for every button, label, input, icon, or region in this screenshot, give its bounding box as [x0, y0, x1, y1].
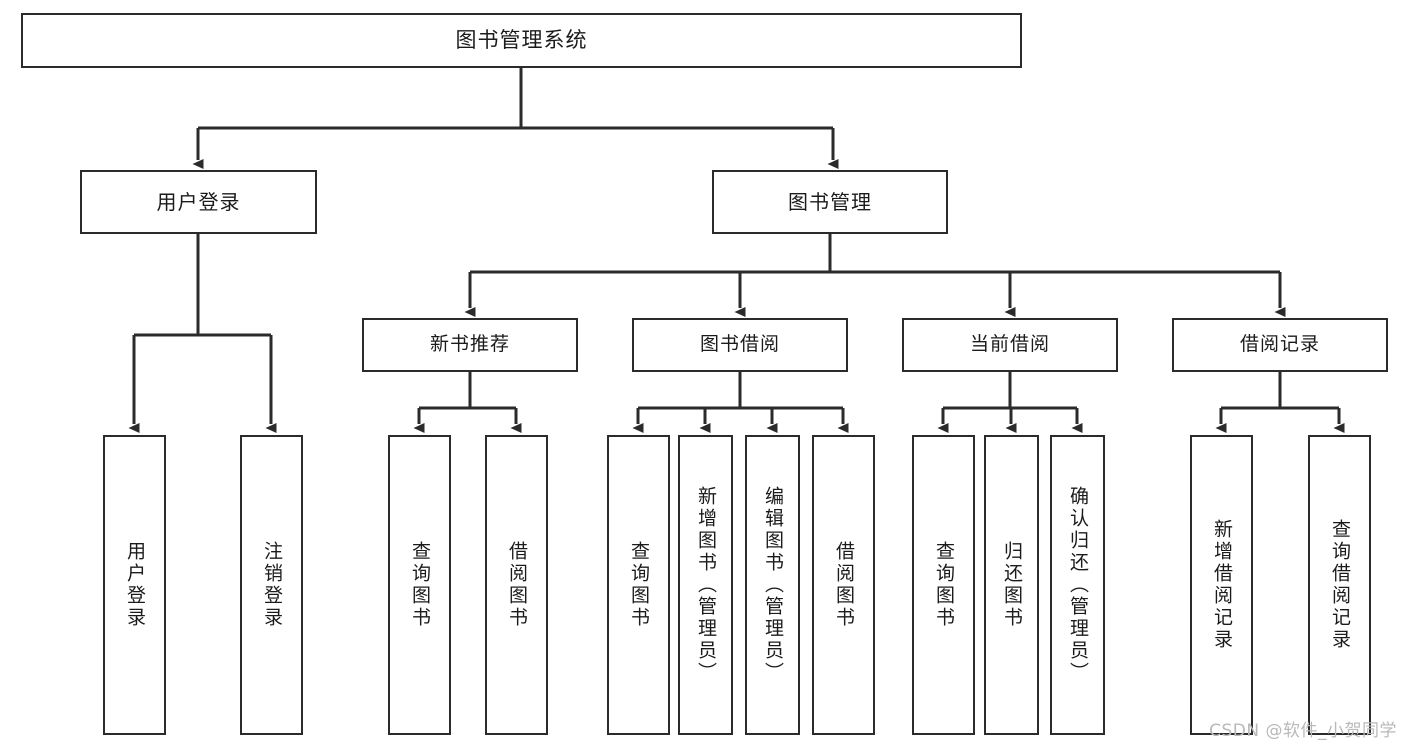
- node-label: 归还图书: [1001, 541, 1023, 629]
- node-book-management[interactable]: 图书管理: [712, 170, 948, 234]
- leaf-node[interactable]: 查询图书: [388, 435, 451, 735]
- node-label: 查询图书: [933, 541, 955, 629]
- node-label: 新增借阅记录: [1211, 519, 1233, 651]
- node-label: 图书管理: [788, 189, 872, 214]
- node-label: 借阅图书: [833, 541, 855, 629]
- node-label: 借阅图书: [506, 541, 528, 629]
- node-label: 图书管理系统: [455, 28, 588, 53]
- node-user-login[interactable]: 用户登录: [80, 170, 317, 234]
- node-label: 查询图书: [628, 541, 650, 629]
- leaf-node[interactable]: 归还图书: [984, 435, 1039, 735]
- node-label: 图书借阅: [699, 333, 780, 356]
- node-borrow-records[interactable]: 借阅记录: [1172, 318, 1388, 372]
- leaf-node[interactable]: 借阅图书: [485, 435, 548, 735]
- leaf-node[interactable]: 查询借阅记录: [1308, 435, 1371, 735]
- node-label: 当前借阅: [969, 333, 1050, 356]
- node-label: 用户登录: [124, 541, 146, 629]
- leaf-node[interactable]: 新增图书（管理员）: [678, 435, 733, 735]
- node-new-book-recommendation[interactable]: 新书推荐: [362, 318, 578, 372]
- node-label: 新增图书（管理员）: [695, 486, 717, 684]
- leaf-node[interactable]: 新增借阅记录: [1190, 435, 1253, 735]
- node-label: 用户登录: [156, 189, 241, 214]
- node-current-borrow[interactable]: 当前借阅: [902, 318, 1118, 372]
- node-book-borrow[interactable]: 图书借阅: [632, 318, 848, 372]
- leaf-node[interactable]: 查询图书: [607, 435, 670, 735]
- node-label: 查询图书: [409, 541, 431, 629]
- node-label: 确认归还（管理员）: [1067, 486, 1089, 684]
- leaf-node[interactable]: 确认归还（管理员）: [1050, 435, 1105, 735]
- leaf-node[interactable]: 查询图书: [912, 435, 975, 735]
- node-label: 编辑图书（管理员）: [762, 486, 784, 684]
- node-label: 注销登录: [261, 541, 283, 629]
- node-root-system[interactable]: 图书管理系统: [21, 13, 1022, 68]
- leaf-node[interactable]: 用户登录: [103, 435, 166, 735]
- node-label: 新书推荐: [429, 333, 510, 356]
- node-label: 查询借阅记录: [1329, 519, 1351, 651]
- node-label: 借阅记录: [1239, 333, 1320, 356]
- leaf-node[interactable]: 注销登录: [240, 435, 303, 735]
- leaf-node[interactable]: 编辑图书（管理员）: [745, 435, 800, 735]
- leaf-node[interactable]: 借阅图书: [812, 435, 875, 735]
